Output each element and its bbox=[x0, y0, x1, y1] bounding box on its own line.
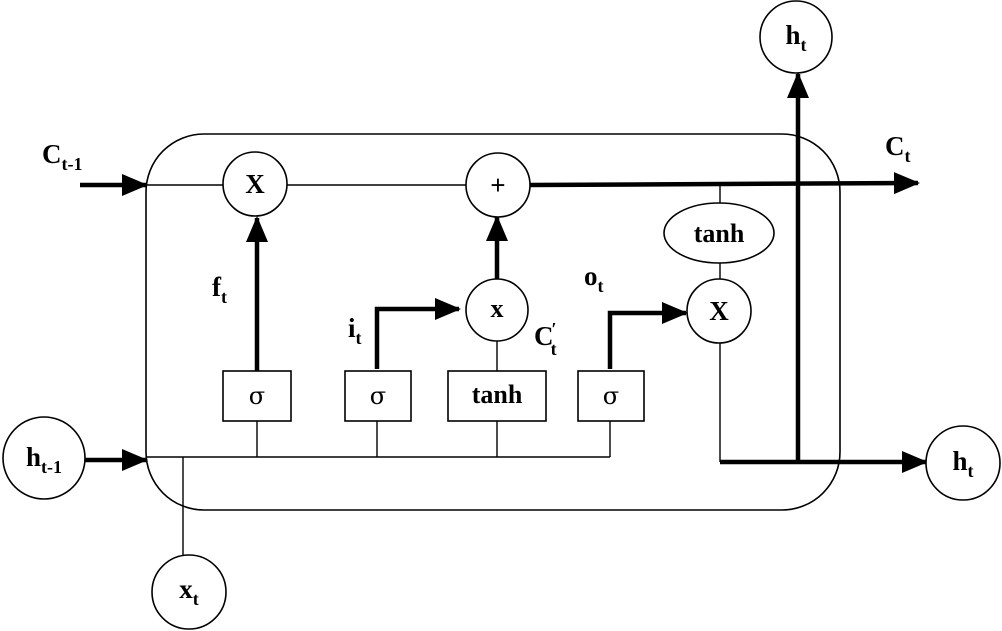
forget-gate-label: ft bbox=[212, 272, 227, 307]
output-sigma-symbol: σ bbox=[603, 382, 619, 410]
forget-sigma-symbol: σ bbox=[249, 382, 265, 410]
thick-arrows bbox=[80, 72, 928, 473]
input-multiply-node: x bbox=[465, 278, 529, 342]
thin-connectors bbox=[146, 184, 721, 560]
forget-multiply-symbol: X bbox=[245, 169, 265, 199]
cell-tanh-label: tanh bbox=[694, 219, 745, 248]
output-multiply-node: X bbox=[686, 278, 752, 344]
cell-tanh-node: tanh bbox=[663, 202, 775, 264]
h-output-top-label: ht bbox=[785, 20, 806, 55]
forget-multiply-node: X bbox=[222, 151, 288, 217]
output-multiply-symbol: X bbox=[709, 296, 729, 326]
x-input-label: xt bbox=[179, 574, 199, 609]
cell-add-symbol: + bbox=[490, 170, 505, 200]
input-gate-sigma: σ bbox=[344, 370, 412, 422]
input-sigma-symbol: σ bbox=[370, 382, 386, 410]
h-output-right-node: ht bbox=[925, 425, 1001, 501]
cell-boundary bbox=[145, 133, 841, 511]
forget-gate-sigma: σ bbox=[222, 370, 292, 422]
h-prev-label: ht-1 bbox=[26, 442, 62, 477]
candidate-tanh-layer: tanh bbox=[447, 370, 547, 422]
input-multiply-symbol: x bbox=[491, 294, 504, 323]
cell-add-node: + bbox=[465, 152, 531, 218]
c-out-label: Ct bbox=[885, 131, 911, 166]
h-output-right-label: ht bbox=[952, 446, 973, 481]
candidate-label: C′t bbox=[534, 319, 557, 359]
candidate-tanh-label: tanh bbox=[472, 380, 523, 409]
c-prev-label: Ct-1 bbox=[42, 139, 83, 174]
h-output-top-node: ht bbox=[759, 0, 833, 74]
input-gate-label: it bbox=[348, 313, 362, 348]
output-gate-sigma: σ bbox=[577, 370, 645, 422]
output-gate-label: ot bbox=[584, 261, 604, 296]
x-input-node: xt bbox=[151, 554, 227, 630]
h-prev-node: ht-1 bbox=[2, 416, 86, 500]
